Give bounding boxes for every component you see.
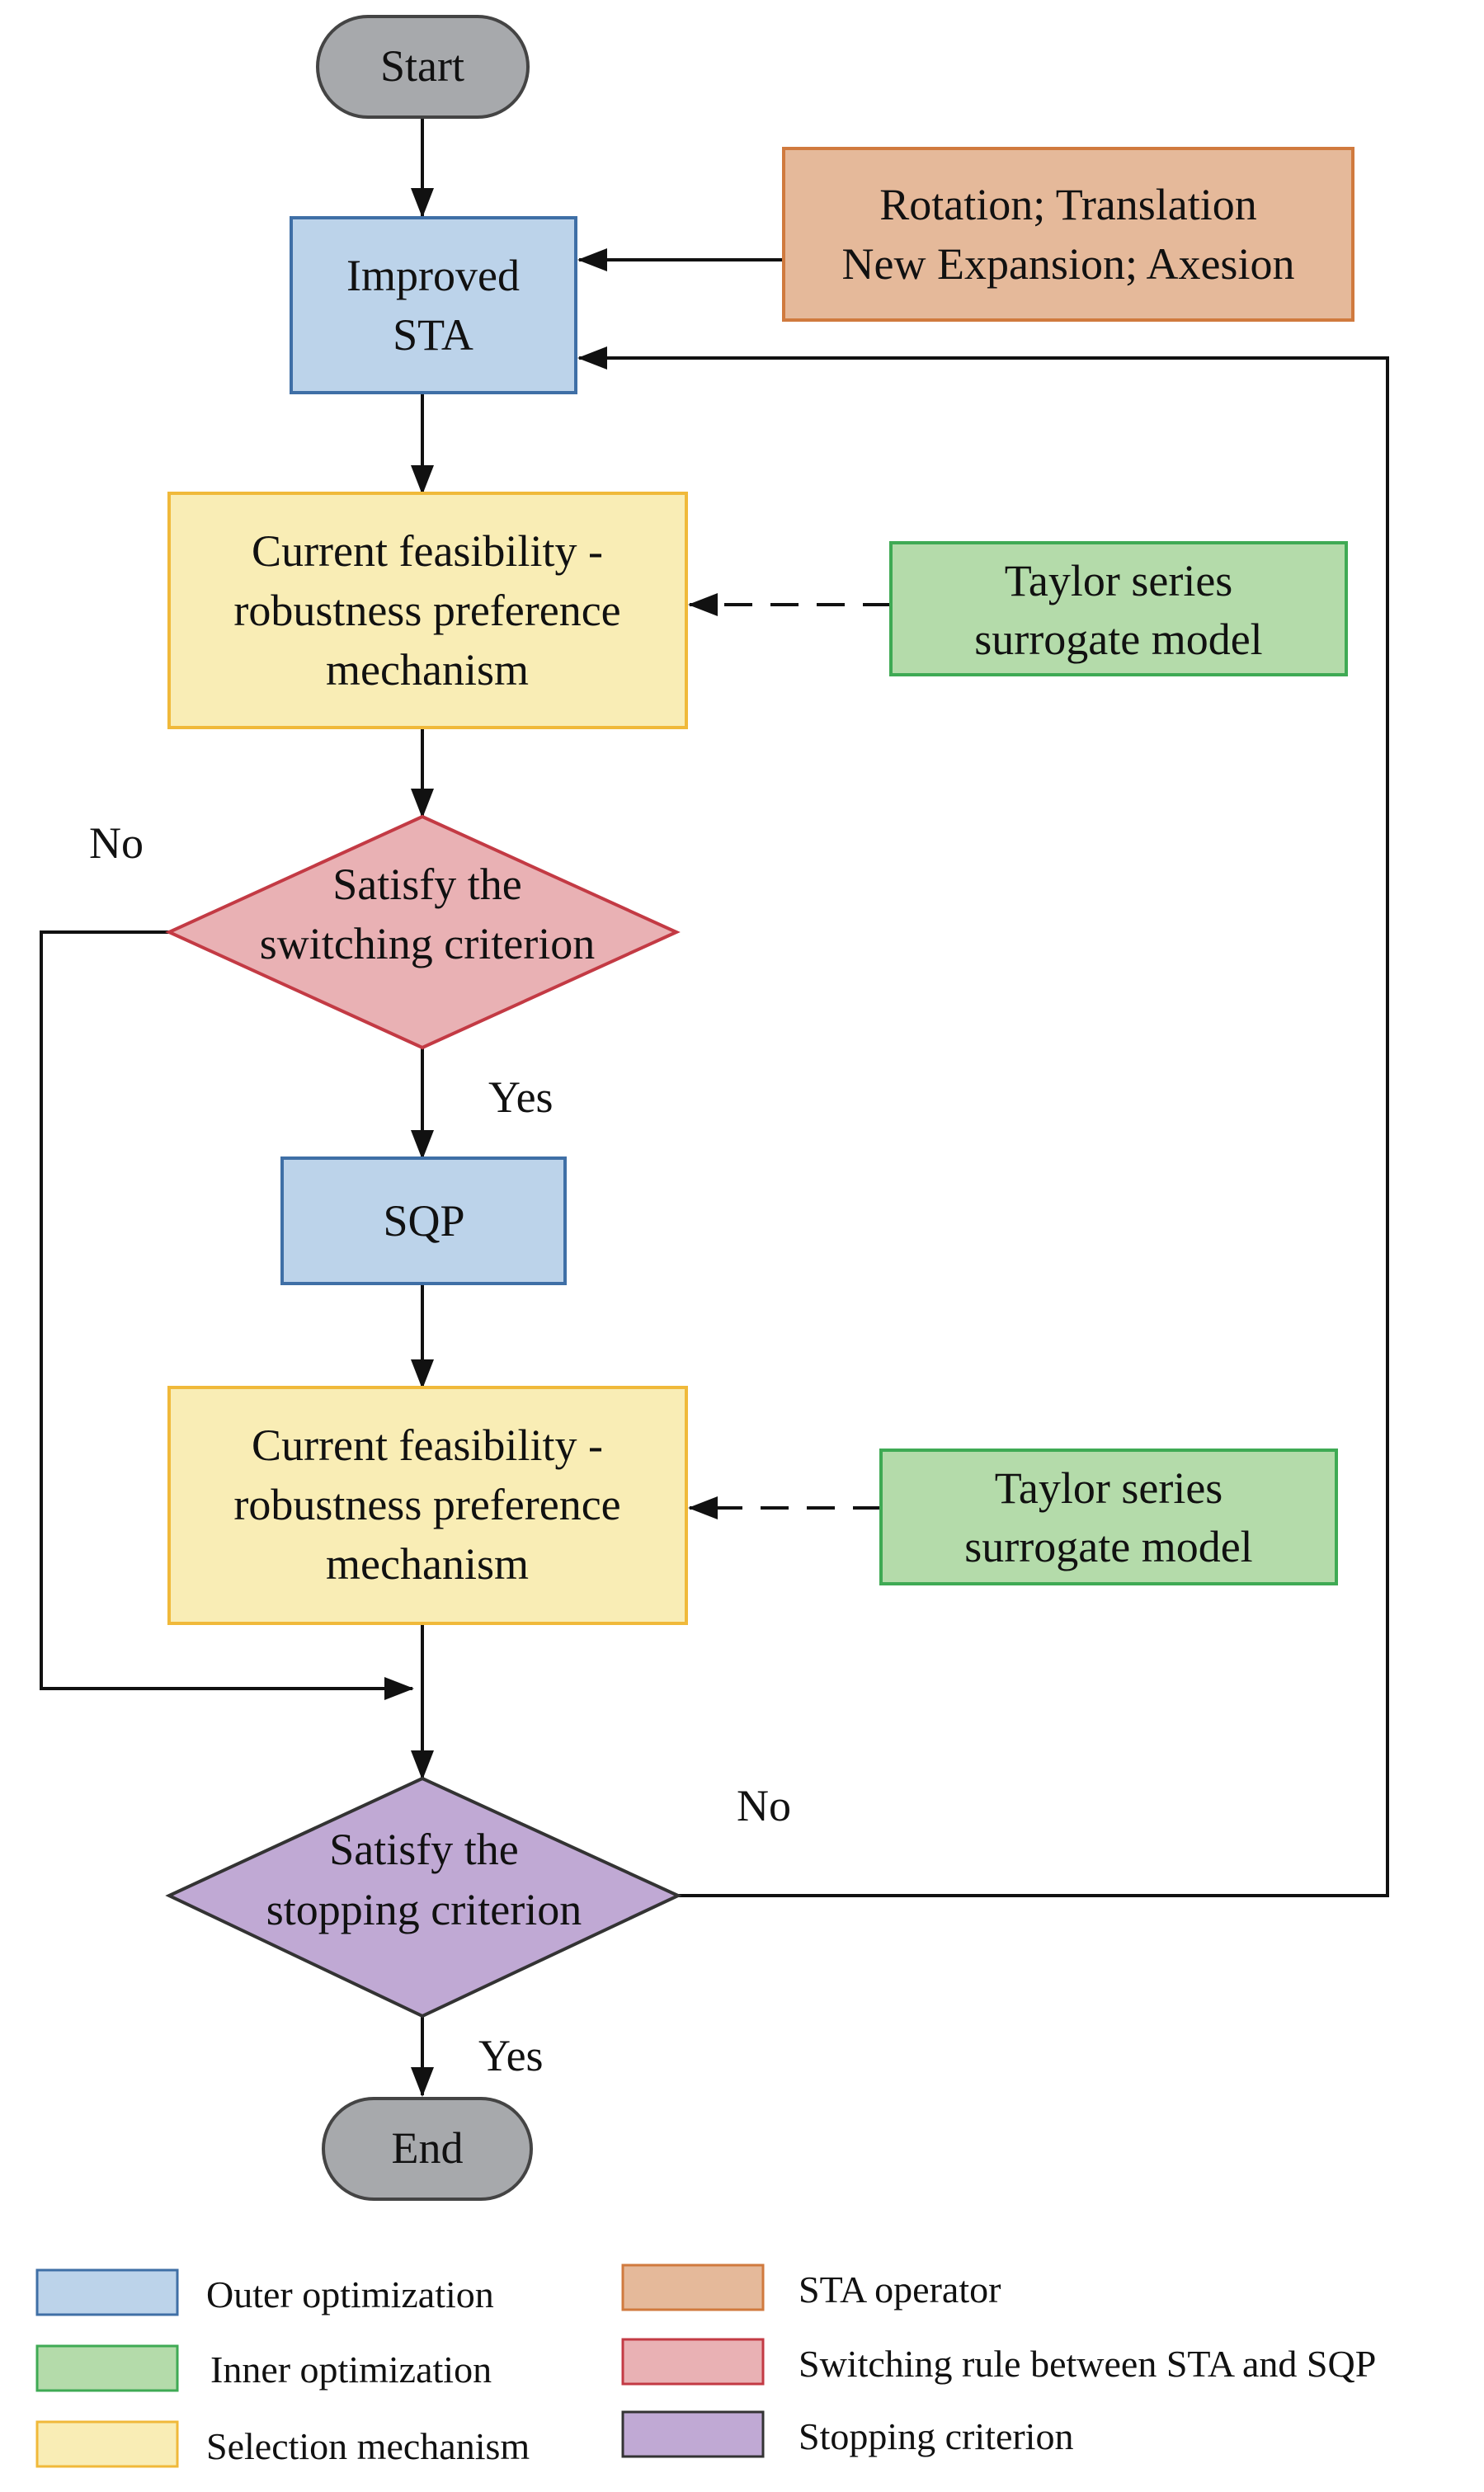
sqp-node: SQP xyxy=(280,1156,567,1285)
improved-sta-line-2: STA xyxy=(393,310,473,360)
taylor-1-line-2: surrogate model xyxy=(974,615,1262,664)
sta-operators-node: Rotation; Translation New Expansion; Axe… xyxy=(782,147,1354,322)
stopping-line-1: Satisfy the xyxy=(329,1825,518,1874)
switch-no-label: No xyxy=(89,818,144,868)
feasibility-2-line-1: Current feasibility - xyxy=(252,1420,603,1470)
stopping-line-2: stopping criterion xyxy=(266,1885,582,1934)
legend-swatch-selection xyxy=(35,2420,179,2468)
arrow-switch-no-bypass xyxy=(40,930,414,1700)
feasibility-1-line-1: Current feasibility - xyxy=(252,526,603,576)
legend-swatch-switching xyxy=(621,2338,765,2386)
feasibility-node-2: Current feasibility - robustness prefere… xyxy=(167,1386,688,1625)
legend-item-selection-mechanism: Selection mechanism xyxy=(35,2420,530,2468)
legend-swatch-stopping xyxy=(621,2410,765,2458)
taylor-2-line-2: surrogate model xyxy=(964,1522,1252,1571)
start-label: Start xyxy=(380,41,464,91)
legend-swatch-inner xyxy=(35,2344,179,2392)
stopping-criterion-node: Satisfy the stopping criterion xyxy=(165,1776,682,2019)
improved-sta-node: Improved STA xyxy=(290,216,577,394)
end-label: End xyxy=(392,2123,464,2173)
taylor-surrogate-node-1: Taylor series surrogate model xyxy=(889,541,1348,676)
taylor-surrogate-node-2: Taylor series surrogate model xyxy=(879,1449,1338,1585)
legend-swatch-operator xyxy=(621,2264,765,2311)
stop-no-label: No xyxy=(737,1781,791,1830)
legend-item-switching-rule: Switching rule between STA and SQP xyxy=(621,2338,1376,2386)
arrow-stop-no-loop xyxy=(577,346,1389,1897)
legend-swatch-outer xyxy=(35,2268,179,2316)
legend-label-switching: Switching rule between STA and SQP xyxy=(799,2343,1376,2385)
switching-criterion-node: Satisfy the switching criterion xyxy=(165,814,681,1050)
legend-label-outer: Outer optimization xyxy=(206,2273,494,2315)
connectors xyxy=(40,117,1389,2097)
end-node: End xyxy=(322,2097,533,2201)
feasibility-2-line-2: robustness preference xyxy=(233,1480,620,1529)
feasibility-2-line-3: mechanism xyxy=(326,1539,529,1589)
legend-label-operator: STA operator xyxy=(799,2268,1001,2311)
feasibility-1-line-2: robustness preference xyxy=(233,586,620,635)
start-node: Start xyxy=(316,15,530,119)
sta-operators-line-1: Rotation; Translation xyxy=(879,180,1257,229)
improved-sta-line-1: Improved xyxy=(346,251,520,300)
taylor-2-line-1: Taylor series xyxy=(995,1463,1223,1513)
stop-yes-label: Yes xyxy=(478,2031,544,2080)
sqp-label: SQP xyxy=(383,1196,464,1246)
legend-item-inner-optimization: Inner optimization xyxy=(35,2344,492,2392)
legend-item-sta-operator: STA operator xyxy=(621,2264,1001,2311)
feasibility-node-1: Current feasibility - robustness prefere… xyxy=(167,492,688,729)
switch-yes-label: Yes xyxy=(488,1072,554,1122)
legend-label-selection: Selection mechanism xyxy=(206,2425,530,2467)
legend-label-stopping: Stopping criterion xyxy=(799,2415,1073,2457)
sta-operators-line-2: New Expansion; Axesion xyxy=(842,239,1295,289)
switching-line-1: Satisfy the xyxy=(332,860,521,909)
switching-line-2: switching criterion xyxy=(260,919,595,968)
legend-item-stopping-criterion: Stopping criterion xyxy=(621,2410,1073,2458)
legend: Outer optimization Inner optimization Se… xyxy=(35,2264,1376,2468)
taylor-1-line-1: Taylor series xyxy=(1005,556,1233,605)
feasibility-1-line-3: mechanism xyxy=(326,645,529,695)
legend-label-inner: Inner optimization xyxy=(210,2348,492,2391)
legend-item-outer-optimization: Outer optimization xyxy=(35,2268,494,2316)
